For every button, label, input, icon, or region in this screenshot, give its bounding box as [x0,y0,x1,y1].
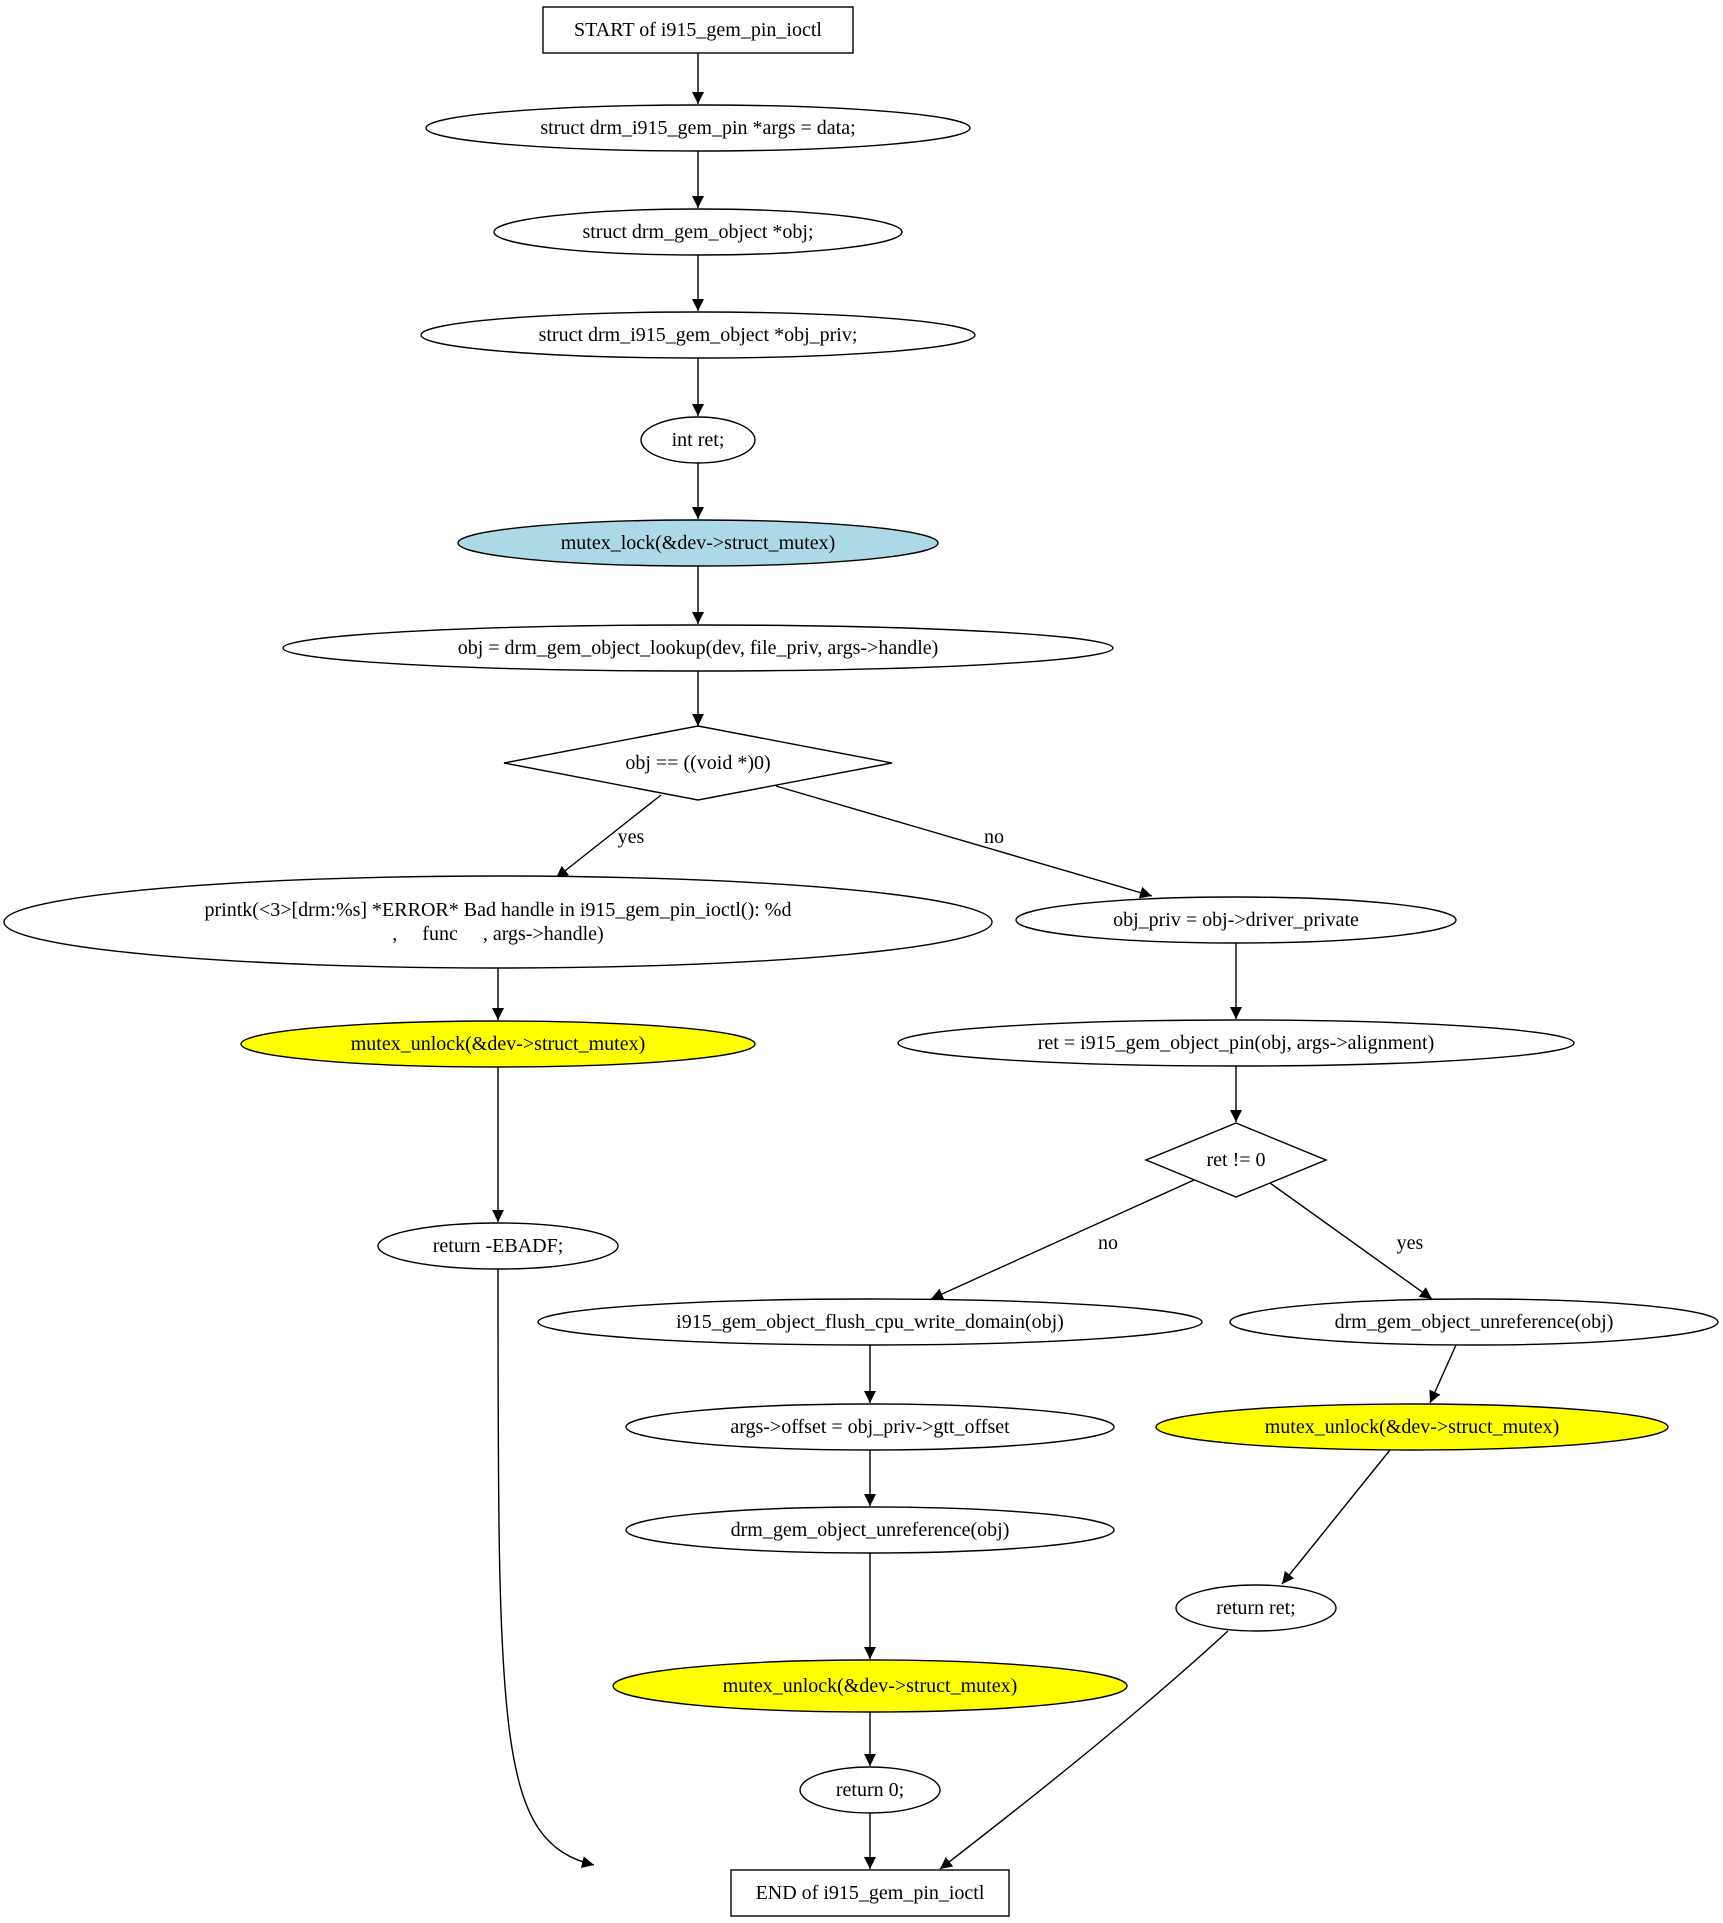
edge-label-check_obj-to-printk: yes [618,826,645,848]
node-unlock_ok: mutex_unlock(&dev->struct_mutex) [612,1659,1128,1713]
node-start-label: START of i915_gem_pin_ioctl [574,19,822,41]
edge-check_ret-to-unref_err [1269,1182,1433,1300]
edge-unlock_err-to-return_ret [1281,1449,1391,1585]
node-offset-shape [625,1403,1115,1451]
node-mutex_lock-label: mutex_lock(&dev->struct_mutex) [561,532,836,554]
node-return_ebadf-shape [377,1222,619,1270]
node-return_ebadf: return -EBADF; [377,1222,619,1270]
node-printk-shape [3,875,993,969]
node-decl_obj_priv-label: struct drm_i915_gem_object *obj_priv; [539,324,858,346]
node-printk-label-line-2: , func , args->handle) [392,923,603,945]
node-return_ebadf-label: return -EBADF; [433,1235,564,1257]
node-decl_args-shape [425,104,971,152]
node-end-label: END of i915_gem_pin_ioctl [756,1882,985,1904]
edge-return_ebadf-to-end [497,1268,595,1869]
node-return_ret-shape [1175,1584,1337,1632]
node-end-shape [730,1869,1010,1917]
node-decl_obj-label: struct drm_gem_object *obj; [582,221,813,243]
node-unlock_a: mutex_unlock(&dev->struct_mutex) [240,1020,756,1068]
node-decl_obj: struct drm_gem_object *obj; [493,208,903,256]
node-decl_args: struct drm_i915_gem_pin *args = data; [425,104,971,152]
node-decl_ret: int ret; [640,416,756,464]
node-return_ret-label: return ret; [1216,1597,1295,1619]
node-unlock_a-label: mutex_unlock(&dev->struct_mutex) [351,1033,646,1055]
node-unlock_a-shape [240,1020,756,1068]
edge-label-check_ret-to-flush: no [1098,1232,1118,1254]
node-check_ret-shape [1144,1122,1328,1198]
node-check_obj: obj == ((void *)0) [503,725,893,801]
node-printk: printk(<3>[drm:%s] *ERROR* Bad handle in… [3,875,993,969]
edge-label-check_obj-to-assign_priv: no [984,826,1004,848]
node-unref_ok-shape [625,1506,1115,1554]
node-decl_ret-shape [640,416,756,464]
node-lookup: obj = drm_gem_object_lookup(dev, file_pr… [282,624,1114,672]
node-mutex_lock-shape [457,519,939,567]
node-flush: i915_gem_object_flush_cpu_write_domain(o… [537,1298,1203,1346]
node-unlock_err: mutex_unlock(&dev->struct_mutex) [1155,1403,1669,1451]
node-assign_priv-label: obj_priv = obj->driver_private [1113,909,1359,931]
node-printk-label-line-1: printk(<3>[drm:%s] *ERROR* Bad handle in… [205,899,792,921]
node-unlock_err-shape [1155,1403,1669,1451]
node-decl_args-label: struct drm_i915_gem_pin *args = data; [540,117,855,139]
node-check_ret: ret != 0 [1144,1122,1328,1198]
node-check_ret-label: ret != 0 [1206,1149,1265,1171]
node-offset-label: args->offset = obj_priv->gtt_offset [730,1416,1010,1438]
node-end: END of i915_gem_pin_ioctl [730,1869,1010,1917]
node-return_ret: return ret; [1175,1584,1337,1632]
node-unlock_ok-label: mutex_unlock(&dev->struct_mutex) [723,1675,1018,1697]
edge-check_obj-to-assign_priv [775,785,1153,899]
node-decl_obj-shape [493,208,903,256]
edge-return_ret-to-end [939,1630,1229,1870]
node-return_0-label: return 0; [836,1779,904,1801]
node-mutex_lock: mutex_lock(&dev->struct_mutex) [457,519,939,567]
node-flush-shape [537,1298,1203,1346]
node-unlock_err-label: mutex_unlock(&dev->struct_mutex) [1265,1416,1560,1438]
node-unref_err-label: drm_gem_object_unreference(obj) [1335,1311,1614,1333]
node-assign_priv: obj_priv = obj->driver_private [1015,896,1457,944]
node-return_0: return 0; [799,1766,941,1814]
node-pin: ret = i915_gem_object_pin(obj, args->ali… [897,1019,1575,1067]
node-pin-shape [897,1019,1575,1067]
edge-check_ret-to-flush [930,1179,1195,1300]
node-pin-label: ret = i915_gem_object_pin(obj, args->ali… [1038,1032,1435,1054]
edge-check_obj-to-printk [555,794,662,879]
node-decl_obj_priv-shape [420,311,976,359]
node-start: START of i915_gem_pin_ioctl [542,6,854,54]
node-unref_err: drm_gem_object_unreference(obj) [1229,1298,1719,1346]
node-return_0-shape [799,1766,941,1814]
edge-label-check_ret-to-unref_err: yes [1397,1232,1424,1254]
edge-unref_err-to-unlock_err [1429,1344,1457,1404]
node-decl_ret-label: int ret; [672,429,725,451]
node-start-shape [542,6,854,54]
node-check_obj-label: obj == ((void *)0) [625,752,770,774]
node-decl_obj_priv: struct drm_i915_gem_object *obj_priv; [420,311,976,359]
node-offset: args->offset = obj_priv->gtt_offset [625,1403,1115,1451]
node-unlock_ok-shape [612,1659,1128,1713]
node-flush-label: i915_gem_object_flush_cpu_write_domain(o… [676,1311,1064,1333]
node-check_obj-shape [503,725,893,801]
node-lookup-label: obj = drm_gem_object_lookup(dev, file_pr… [458,637,939,659]
node-assign_priv-shape [1015,896,1457,944]
node-unref_ok: drm_gem_object_unreference(obj) [625,1506,1115,1554]
node-lookup-shape [282,624,1114,672]
node-unref_ok-label: drm_gem_object_unreference(obj) [731,1519,1010,1541]
node-unref_err-shape [1229,1298,1719,1346]
